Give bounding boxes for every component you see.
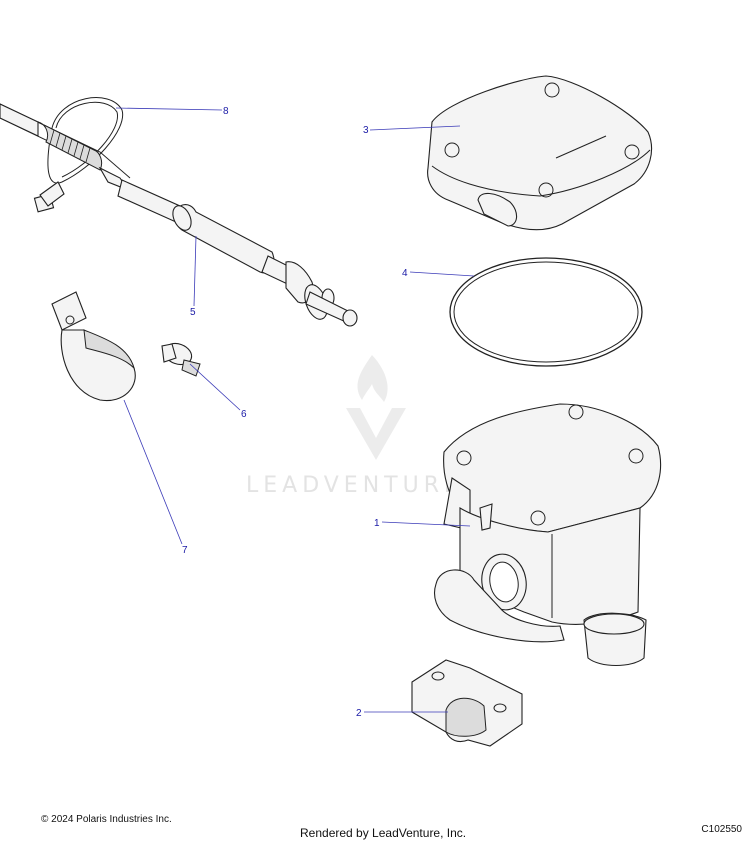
leadventure-watermark: LEADVENTURE: [246, 355, 463, 498]
callout-4[interactable]: 4: [402, 268, 408, 279]
callout-7[interactable]: 7: [182, 545, 188, 556]
callout-2[interactable]: 2: [356, 708, 362, 719]
part-5-cable: [0, 103, 358, 327]
v-logo-icon: [346, 408, 406, 460]
copyright-text: © 2024 Polaris Industries Inc.: [41, 814, 172, 825]
part-3-cover: [427, 75, 652, 231]
part-8-cable-tie: [33, 97, 124, 213]
callout-3[interactable]: 3: [363, 125, 369, 136]
leader-line-5: [193, 235, 197, 307]
diagram-code: C102550: [701, 824, 742, 835]
rendered-by-text: Rendered by LeadVenture, Inc.: [300, 826, 467, 840]
part-7-clamp: [51, 291, 136, 402]
part-2-lower-clamp: [411, 659, 523, 747]
callout-5[interactable]: 5: [190, 307, 196, 318]
callout-numbers: 8 3 4 5 6 7 1 2: [182, 106, 408, 719]
flame-logo-icon: [357, 355, 388, 402]
callout-1[interactable]: 1: [374, 518, 380, 529]
leader-line-8: [115, 107, 223, 111]
part-6-push-rivet: [161, 342, 201, 377]
watermark-text: LEADVENTURE: [246, 473, 463, 498]
leader-line-7: [123, 399, 183, 545]
part-1-throttle-housing: [433, 403, 662, 667]
leader-lines: [115, 107, 475, 713]
leader-line-6: [189, 363, 241, 411]
leader-line-4: [409, 271, 475, 277]
callout-8[interactable]: 8: [223, 106, 229, 117]
leader-line-3: [369, 125, 461, 131]
leader-line-1: [381, 521, 471, 527]
part-4-o-ring: [449, 257, 643, 367]
callout-6[interactable]: 6: [241, 409, 247, 420]
